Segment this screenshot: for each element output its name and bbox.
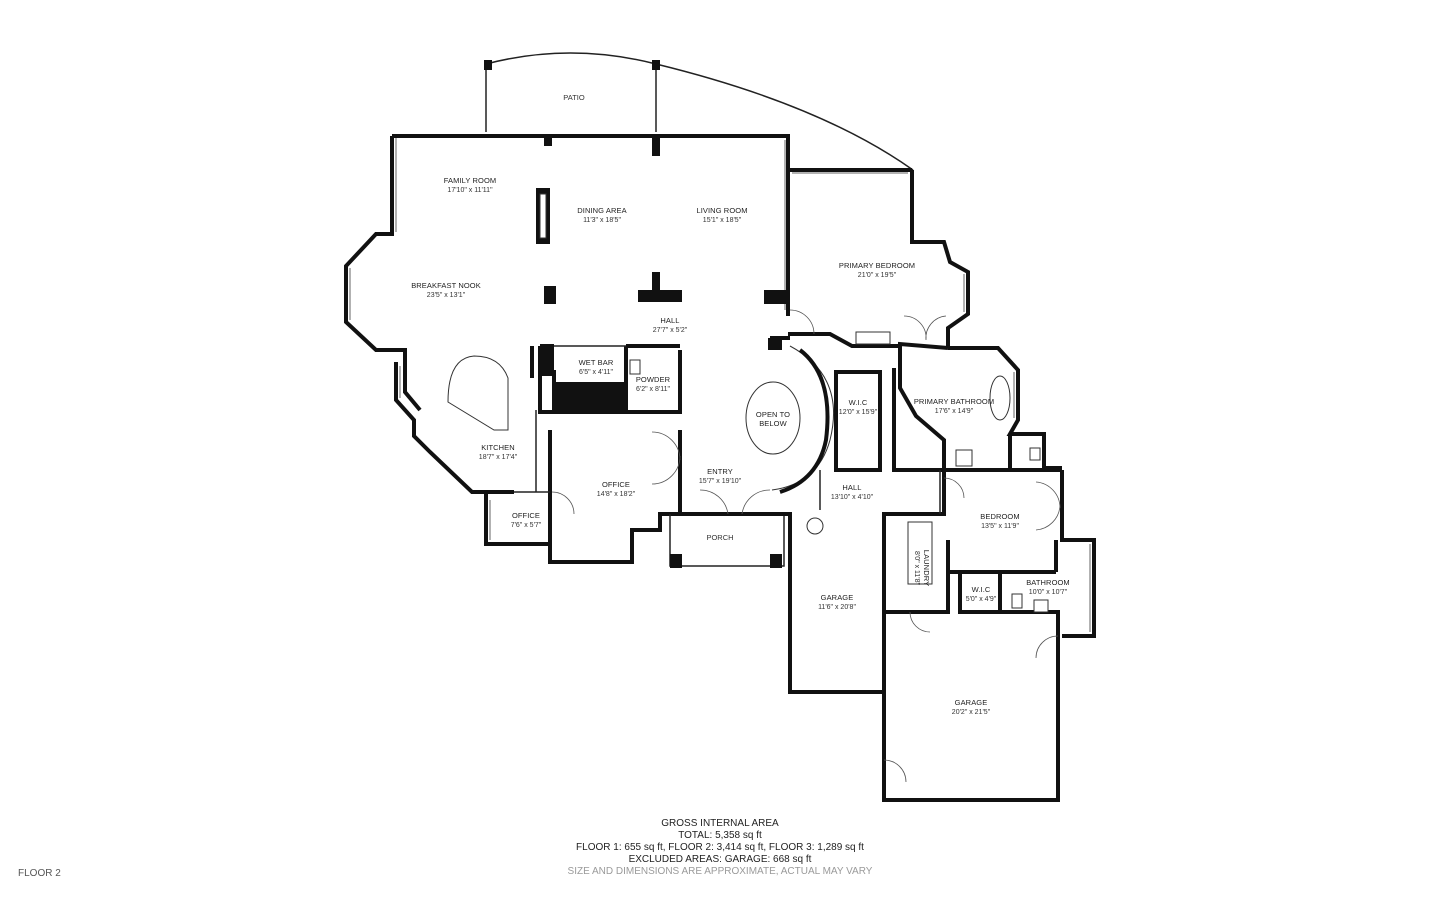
area-disclaimer: SIZE AND DIMENSIONS ARE APPROXIMATE, ACT…: [567, 866, 873, 877]
room-name: HALL: [660, 316, 679, 325]
room-name: GARAGE: [955, 698, 988, 707]
spiral-staircase: [745, 345, 834, 494]
room-primary-bedroom: PRIMARY BEDROOM 21'0" x 19'5": [839, 261, 915, 279]
room-breakfast-nook: BREAKFAST NOOK 23'5" x 13'1": [411, 281, 481, 299]
room-living-room: LIVING ROOM 15'1" x 18'5": [696, 206, 747, 224]
room-hall-small: HALL 13'10" x 4'10": [831, 483, 874, 501]
room-dims: 11'3" x 18'5": [583, 217, 621, 224]
patio-label: PATIO: [563, 93, 585, 102]
room-name: WET BAR: [579, 358, 614, 367]
room-name: LAUNDRY: [922, 550, 931, 586]
room-office-large: OFFICE 14'8" x 18'2": [597, 480, 636, 498]
area-total: TOTAL: 5,358 sq ft: [678, 830, 762, 841]
room-name: PRIMARY BATHROOM: [914, 397, 994, 406]
room-name: FAMILY ROOM: [444, 176, 497, 185]
area-summary: GROSS INTERNAL AREA TOTAL: 5,358 sq ft F…: [470, 818, 970, 878]
room-dims: 27'7" x 5'2": [653, 327, 688, 334]
doors: [551, 309, 1061, 783]
porch-label: PORCH: [706, 533, 733, 542]
room-office-small: OFFICE 7'6" x 5'7": [511, 511, 542, 529]
room-dims: 13'10" x 4'10": [831, 494, 874, 501]
patio-area: [484, 52, 914, 171]
room-name: PRIMARY BEDROOM: [839, 261, 915, 270]
exterior-walls: [344, 134, 1096, 802]
room-name: DINING AREA: [577, 206, 626, 215]
windows: [349, 138, 1091, 632]
room-garage-2: GARAGE 20'2" x 21'5": [952, 698, 991, 716]
room-name: W.I.C: [849, 398, 868, 407]
room-dims: 15'1" x 18'5": [703, 217, 742, 224]
room-powder: POWDER 6'2" x 8'11": [636, 375, 671, 393]
room-name: OFFICE: [512, 511, 540, 520]
room-dims: 13'5" x 11'9": [981, 523, 1019, 530]
room-dims: 5'0" x 4'9": [966, 596, 997, 603]
room-name: GARAGE: [821, 593, 854, 602]
room-family-room: FAMILY ROOM 17'10" x 11'11": [444, 176, 497, 194]
floor-label: FLOOR 2: [18, 868, 61, 879]
interior-walls: [514, 336, 941, 534]
room-dims: 11'6" x 20'8": [818, 604, 856, 611]
area-floors: FLOOR 1: 655 sq ft, FLOOR 2: 3,414 sq ft…: [576, 842, 864, 853]
room-name: OPEN TO: [756, 410, 790, 419]
room-name-line2: BELOW: [759, 419, 787, 428]
room-dims: 17'6" x 14'9": [935, 408, 974, 415]
room-dims: 6'2" x 8'11": [636, 386, 670, 393]
room-wic-small: W.I.C 5'0" x 4'9": [966, 585, 997, 603]
room-dims: 20'2" x 21'5": [952, 709, 991, 716]
room-bedroom: BEDROOM 13'5" x 11'9": [980, 512, 1019, 530]
room-name: LIVING ROOM: [696, 206, 747, 215]
room-dims: 18'7" x 17'4": [479, 454, 518, 461]
room-open-to-below: OPEN TO BELOW: [756, 410, 790, 428]
room-kitchen: KITCHEN 18'7" x 17'4": [479, 443, 518, 461]
room-name: HALL: [842, 483, 861, 492]
room-dims: 14'8" x 18'2": [597, 491, 636, 498]
area-heading: GROSS INTERNAL AREA: [661, 818, 779, 829]
room-name: POWDER: [636, 375, 671, 384]
room-name: BEDROOM: [980, 512, 1019, 521]
room-dims: 12'0" x 15'9": [839, 409, 878, 416]
room-name: W.I.C: [972, 585, 991, 594]
room-dims: 6'5" x 4'11": [579, 369, 613, 376]
room-dims: 8'0" x 11'8": [913, 551, 920, 585]
room-entry: ENTRY 15'7" x 19'10": [699, 467, 742, 485]
room-wet-bar: WET BAR 6'5" x 4'11": [579, 358, 614, 376]
room-dims: 17'10" x 11'11": [447, 187, 493, 194]
room-garage-1: GARAGE 11'6" x 20'8": [818, 593, 856, 611]
bath-fixtures: [629, 331, 1049, 613]
room-name: BREAKFAST NOOK: [411, 281, 481, 290]
room-laundry: LAUNDRY 8'0" x 11'8": [913, 550, 931, 586]
room-name: KITCHEN: [481, 443, 515, 452]
room-dims: 21'0" x 19'5": [858, 272, 897, 279]
kitchen-island: [447, 355, 509, 431]
area-excluded: EXCLUDED AREAS: GARAGE: 668 sq ft: [628, 854, 812, 865]
room-dims: 15'7" x 19'10": [699, 478, 742, 485]
room-name: OFFICE: [602, 480, 630, 489]
room-name: BATHROOM: [1026, 578, 1070, 587]
room-primary-bathroom: PRIMARY BATHROOM 17'6" x 14'9": [914, 397, 994, 415]
room-dining-area: DINING AREA 11'3" x 18'5": [577, 206, 626, 224]
room-dims: 10'0" x 10'7": [1029, 589, 1068, 596]
room-dims: 23'5" x 13'1": [427, 292, 466, 299]
room-wic-primary: W.I.C 12'0" x 15'9": [839, 398, 878, 416]
room-dims: 7'6" x 5'7": [511, 522, 542, 529]
room-name: ENTRY: [707, 467, 733, 476]
columns: [536, 134, 786, 568]
room-hall-main: HALL 27'7" x 5'2": [653, 316, 688, 334]
room-bathroom: BATHROOM 10'0" x 10'7": [1026, 578, 1070, 596]
